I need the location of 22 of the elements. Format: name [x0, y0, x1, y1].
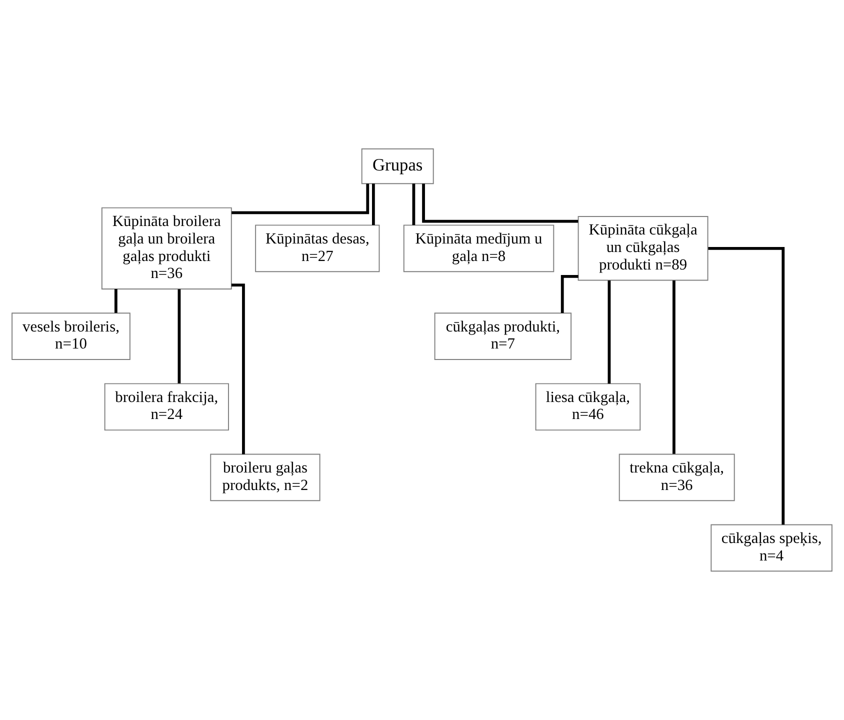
- connector: [232, 184, 370, 214]
- connector: [708, 246, 785, 525]
- node-box: cūkgaļas speķis, n=4: [710, 524, 832, 572]
- node-box: Kūpināta cūkgaļa un cūkgaļas produkti n=89: [578, 216, 708, 281]
- connector: [608, 280, 611, 384]
- connector: [114, 289, 118, 313]
- node-box: vesels broileris, n=10: [12, 312, 130, 360]
- node-box: Grupas: [361, 148, 434, 184]
- node-box: Kūpināta broilera gaļa un broilera gaļas produkti n=36: [101, 207, 232, 290]
- connector: [372, 184, 375, 226]
- node-box: Kūpināta medījum u gaļa n=8: [403, 224, 554, 272]
- node-box: Kūpinātas desas, n=27: [255, 224, 380, 272]
- node-box: trekna cūkgaļa, n=36: [618, 454, 735, 502]
- connector: [412, 184, 416, 226]
- connector: [422, 184, 578, 223]
- connector: [672, 280, 676, 454]
- connector: [231, 284, 245, 454]
- connector: [178, 289, 181, 384]
- node-box: cūkgaļas produkti, n=7: [434, 312, 572, 360]
- node-box: liesa cūkgaļa, n=46: [535, 383, 641, 431]
- node-box: broileru gaļas produkts, n=2: [210, 454, 320, 502]
- node-box: broilera frakcija, n=24: [104, 383, 229, 431]
